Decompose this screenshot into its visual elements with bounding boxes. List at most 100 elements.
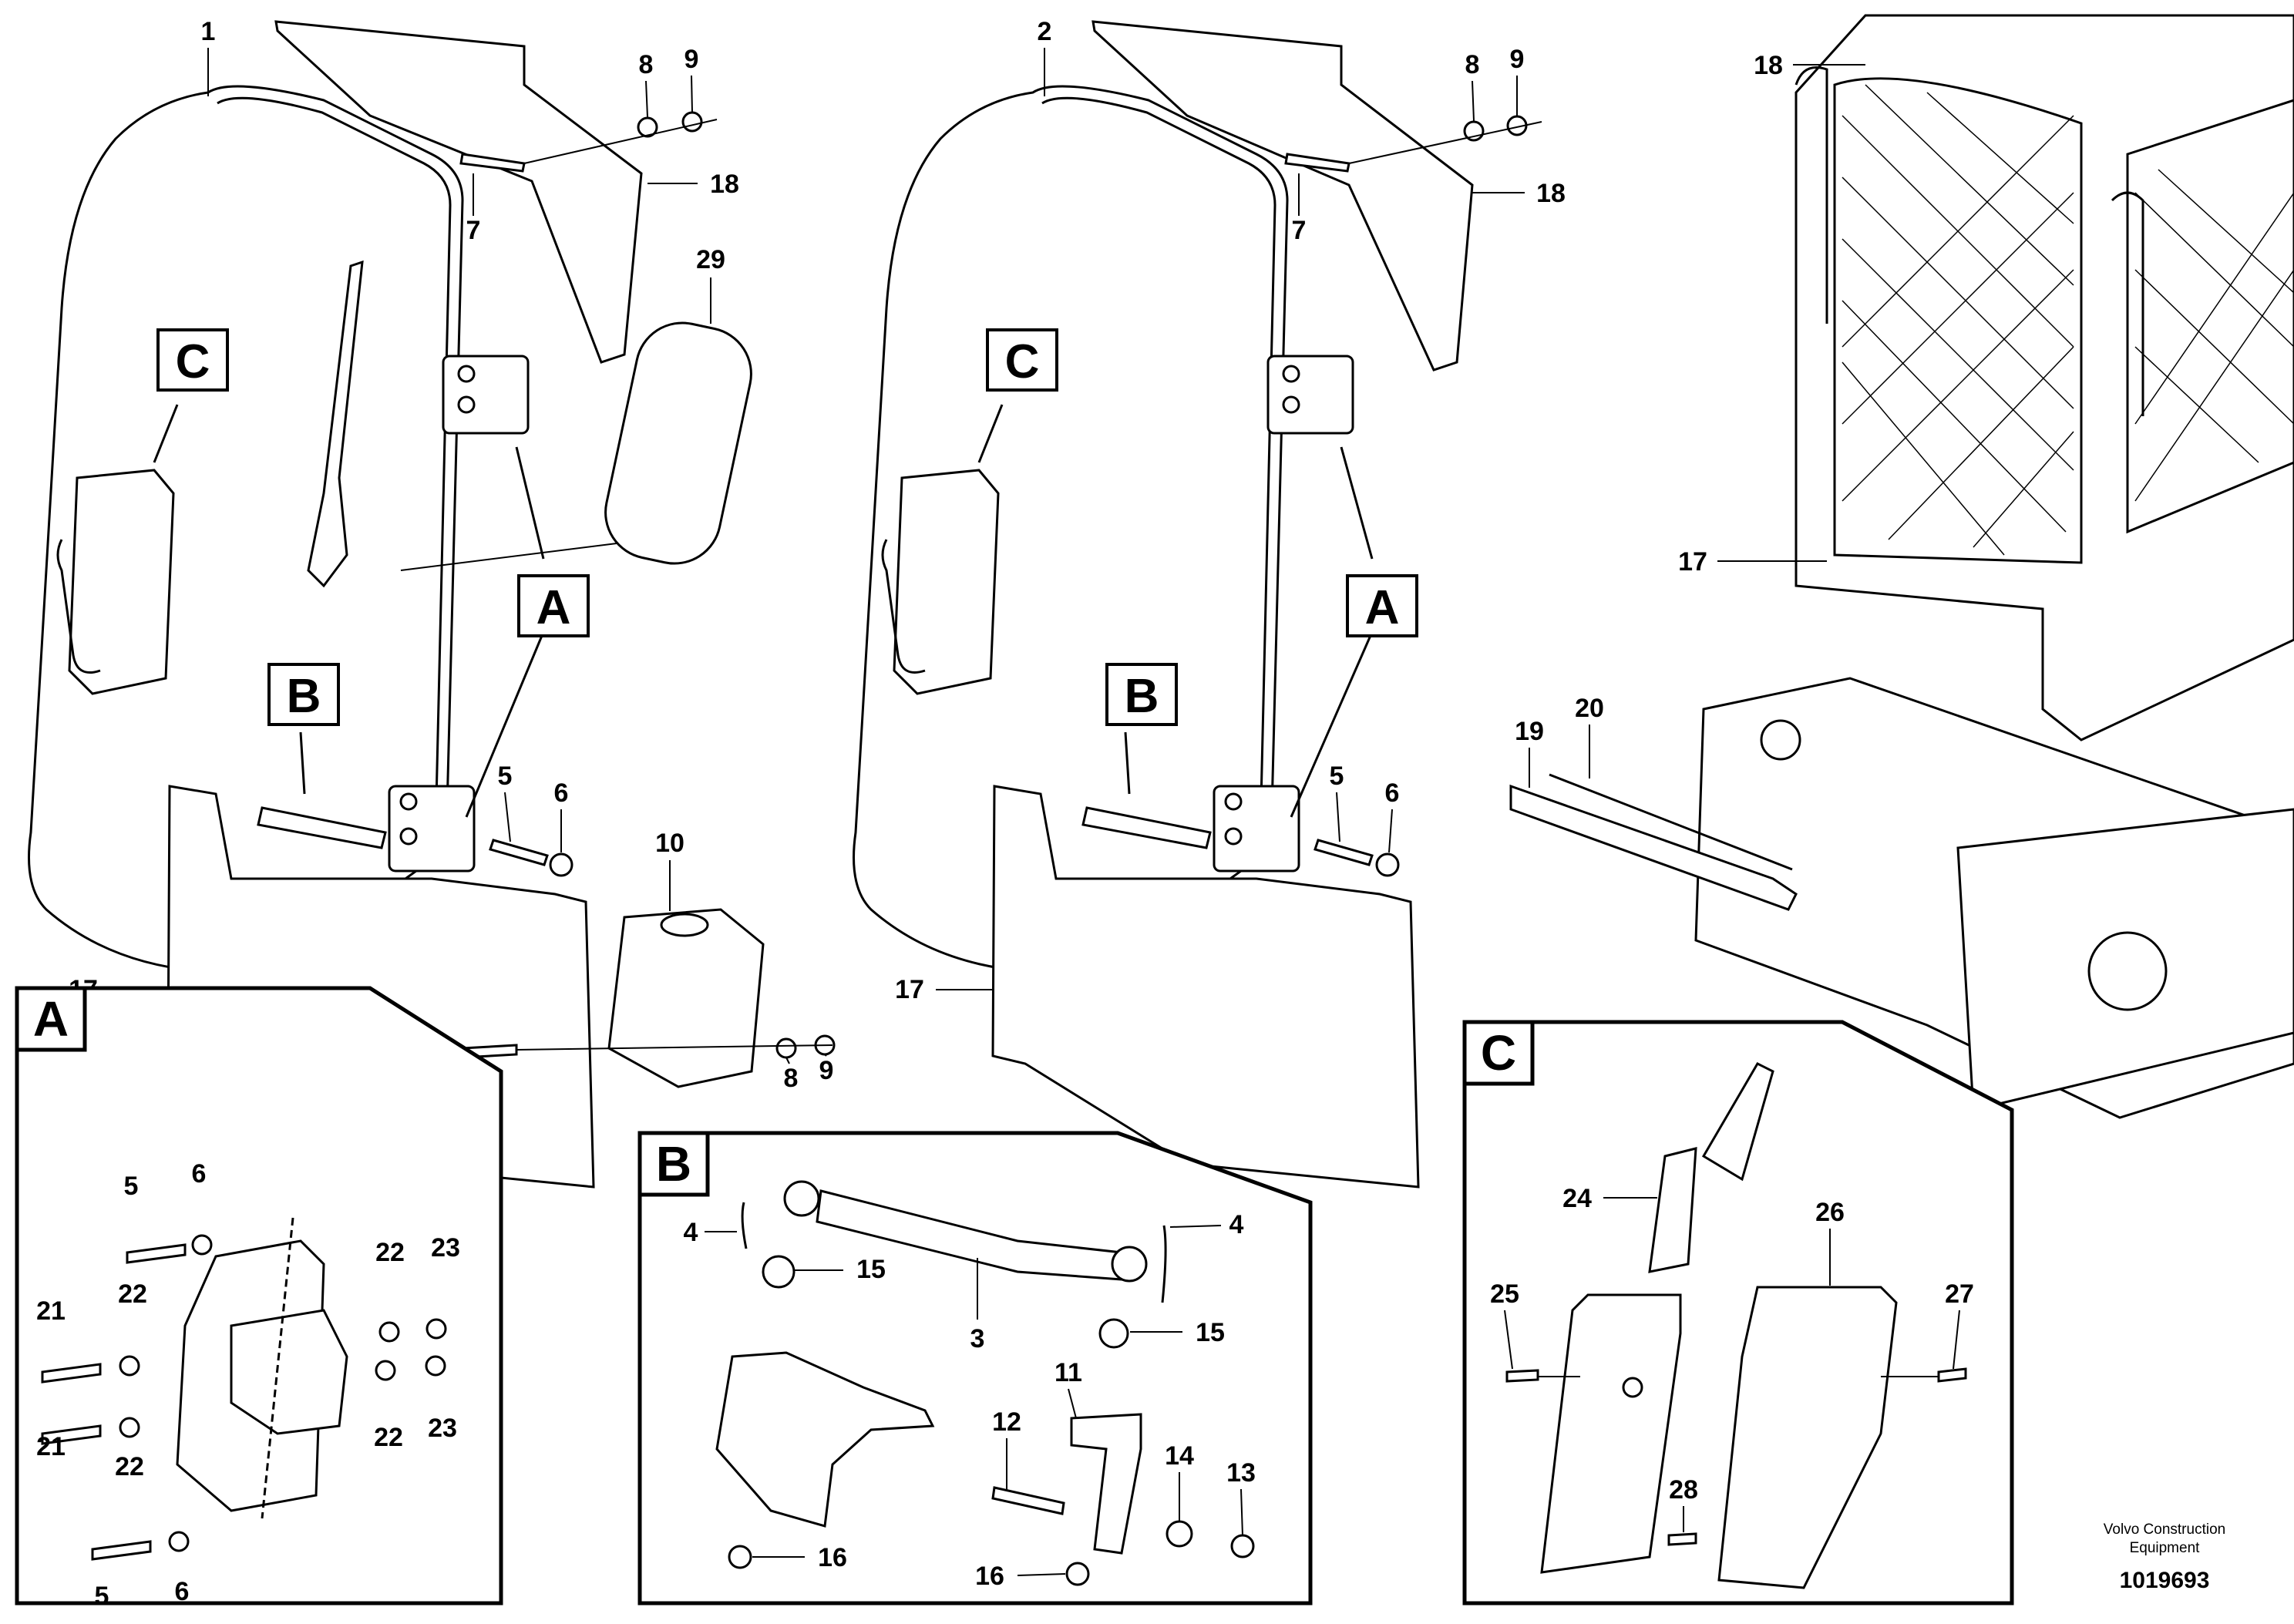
inset-b-title: B	[656, 1136, 691, 1192]
leader-line	[1953, 1310, 1960, 1370]
gas-strut-middle	[1081, 806, 1212, 849]
leader-line	[504, 792, 511, 842]
washer-6	[549, 852, 574, 877]
wiper-left	[307, 260, 364, 588]
callout-arrow-a-middle-up	[1340, 446, 1374, 560]
inset-a-title: A	[33, 991, 69, 1047]
callout-b-middle: B	[1125, 670, 1159, 723]
inset-c-screw-28	[1667, 1532, 1697, 1546]
side-grille	[2126, 99, 2294, 534]
screw-5-middle	[1314, 839, 1374, 866]
inset-b-tab	[637, 1131, 710, 1197]
label-8b: 8	[784, 1064, 799, 1093]
inset-a-label-23: 23	[431, 1233, 460, 1263]
inset-a-nut-23b	[425, 1355, 446, 1377]
leader-line	[1017, 1573, 1066, 1576]
label-9: 9	[684, 45, 699, 74]
inset-c: C 24 26 25 27 28	[1462, 1020, 2014, 1606]
inset-c-screw-25	[1505, 1369, 1539, 1383]
inset-a-bolt-5	[126, 1243, 187, 1264]
leader-line	[516, 1044, 833, 1051]
door-seal-left	[217, 96, 452, 802]
callout-arrow-c-left	[153, 404, 179, 463]
brand-line-1: Volvo Construction	[2104, 1521, 2225, 1538]
label-18-right: 18	[1754, 51, 1783, 80]
inset-c-label-25: 25	[1490, 1279, 1519, 1309]
upper-panel-left	[274, 20, 643, 364]
hinge-bolt	[1282, 395, 1300, 414]
inset-b-bracket-11	[1070, 1413, 1142, 1555]
leader-line	[1348, 121, 1542, 164]
inset-b-label-4: 4	[684, 1218, 698, 1247]
inset-a-label-22d: 22	[374, 1423, 403, 1452]
callout-c-middle: C	[1005, 335, 1040, 388]
inset-b-clip-4	[741, 1202, 748, 1249]
leader-line	[1336, 792, 1340, 842]
cab-grille	[1833, 77, 2083, 564]
inset-b-label-4b: 4	[1229, 1210, 1244, 1239]
callout-a-left: A	[536, 581, 571, 634]
inset-b-clip-4b	[1161, 1225, 1167, 1303]
callout-c-left: C	[176, 335, 210, 388]
inset-b-ball-end	[783, 1180, 820, 1217]
inset-a-washer-22	[119, 1355, 140, 1377]
inset-c-latch-lever	[1701, 1062, 1774, 1182]
door-frame-middle	[853, 85, 1289, 973]
callout-a-middle: A	[1365, 581, 1400, 634]
labels-right-view: 18 17 19 20	[1515, 51, 1865, 788]
callout-box-a-middle: A	[1346, 574, 1418, 637]
inset-b-label-12: 12	[992, 1407, 1021, 1437]
label-8-middle: 8	[1465, 50, 1480, 79]
brand-line-2: Equipment	[2130, 1540, 2201, 1556]
nut-9	[681, 111, 703, 133]
label-1: 1	[201, 17, 216, 46]
inset-c-tab	[1462, 1020, 1535, 1086]
inset-b-label-15: 15	[856, 1255, 886, 1284]
inset-b-ball-stud-2	[1098, 1318, 1129, 1349]
inset-a-label-5b: 5	[95, 1582, 109, 1611]
callout-box-a-left: A	[517, 574, 590, 637]
inset-a-bolt-5b	[91, 1540, 152, 1561]
callout-arrow-a-left-down	[465, 631, 545, 818]
grille-mesh	[1842, 84, 2074, 556]
label-18-middle: 18	[1536, 179, 1566, 208]
inset-c-plate	[1540, 1293, 1682, 1574]
inset-a-hinge	[230, 1309, 348, 1435]
grab-handle-right	[2111, 191, 2144, 416]
hinge-bolt	[1224, 827, 1243, 846]
callout-arrow-b-left	[299, 731, 306, 795]
inset-c-label-28: 28	[1669, 1475, 1698, 1505]
inset-a-washer-22b	[119, 1417, 140, 1438]
inset-b-nut-16	[728, 1545, 752, 1569]
inset-b-label-15b: 15	[1196, 1318, 1225, 1347]
inset-a-washer-6b	[168, 1531, 190, 1552]
inset-a-nut-23	[426, 1318, 447, 1340]
inset-b-label-16b: 16	[975, 1562, 1004, 1591]
callout-box-b-middle: B	[1105, 663, 1178, 726]
leader-line	[523, 119, 718, 164]
inset-c-plate-hole	[1622, 1377, 1643, 1398]
inset-b-nut-13	[1230, 1534, 1255, 1558]
leader-line	[261, 1217, 294, 1519]
hinge-bolt	[1282, 365, 1300, 383]
inset-a-label-6: 6	[192, 1159, 207, 1189]
leader-line	[1472, 80, 1475, 122]
leader-line	[1068, 1388, 1077, 1419]
callout-box-c-middle: C	[986, 328, 1058, 392]
inset-c-latch	[1648, 1147, 1697, 1273]
inset-b-label-13: 13	[1226, 1458, 1256, 1488]
inset-c-housing	[1717, 1286, 1898, 1589]
inset-b-label-11: 11	[1054, 1358, 1082, 1387]
inset-a: A 5 6 22 23 21 22 21 22 22 23 5 6	[15, 986, 503, 1611]
label-7: 7	[466, 216, 481, 245]
screw-7	[459, 153, 526, 173]
leader-line	[645, 80, 648, 118]
label-10: 10	[655, 829, 684, 858]
leader-line	[824, 1054, 827, 1057]
inset-b-ball-end-2	[1111, 1246, 1148, 1283]
label-20: 20	[1575, 694, 1604, 723]
inset-c-label-24: 24	[1562, 1184, 1592, 1213]
callout-box-b-left: B	[267, 663, 340, 726]
screw-7-middle	[1284, 153, 1350, 173]
gas-strut-left	[257, 806, 387, 849]
